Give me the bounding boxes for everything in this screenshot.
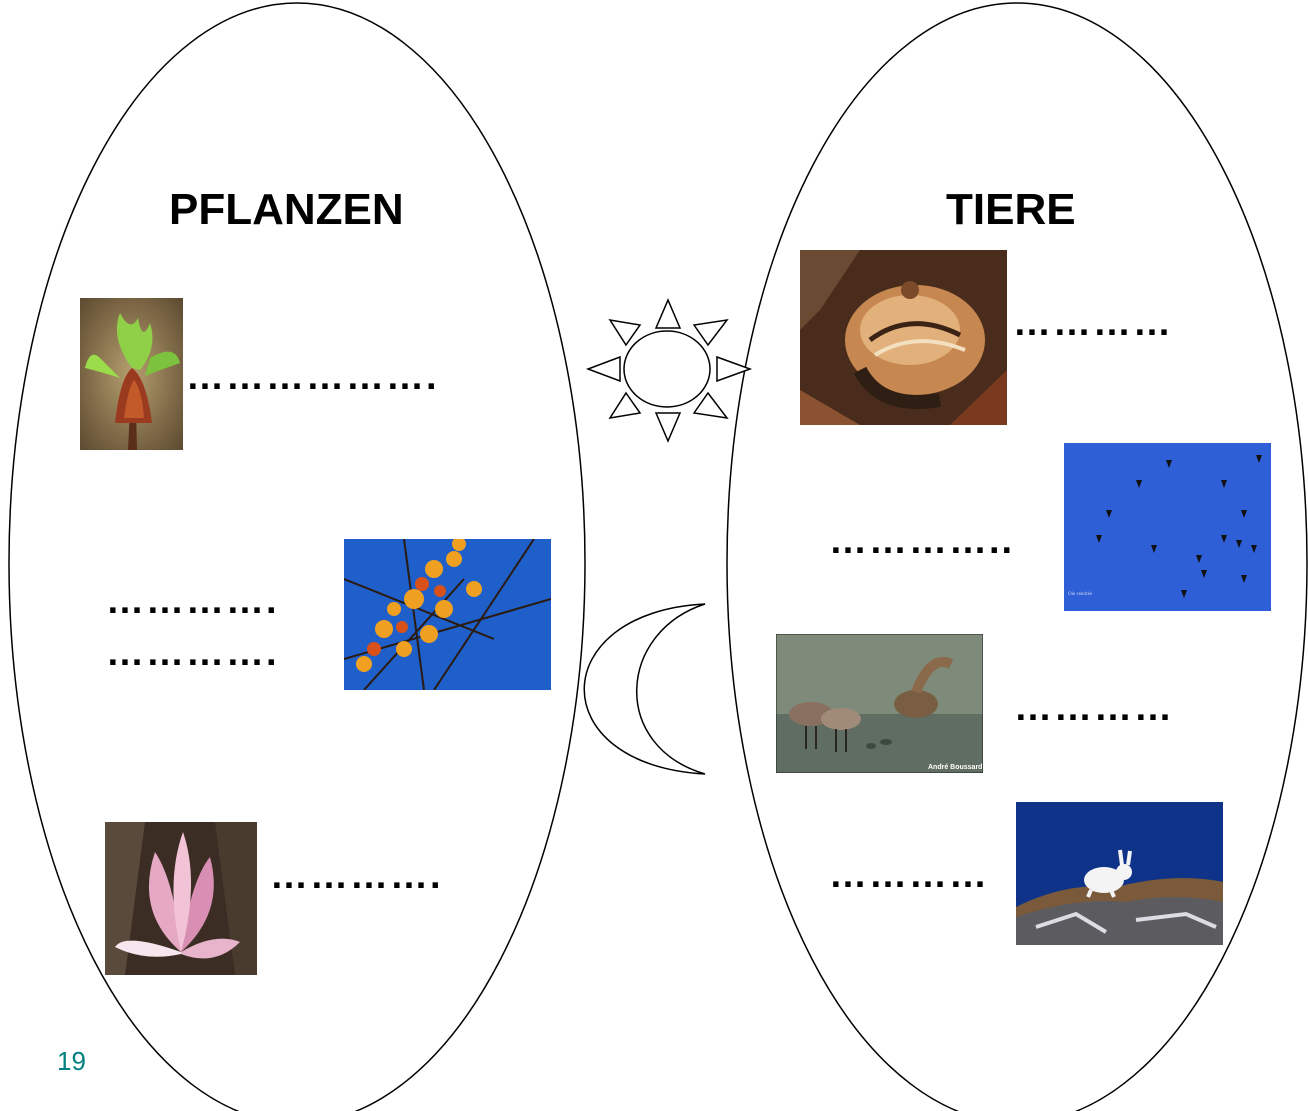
animals-blank-1: ………… bbox=[1013, 304, 1173, 342]
plants-blank-2: …………. bbox=[106, 582, 279, 620]
hibernating-chipmunk-photo bbox=[800, 250, 1007, 425]
animals-blank-2: ………….. bbox=[829, 522, 1014, 560]
snow-hare-photo bbox=[1016, 802, 1223, 945]
shorebirds-photo-credit: André Boussard bbox=[928, 764, 982, 771]
magnolia-photo bbox=[105, 822, 257, 975]
leaf-bud-photo bbox=[80, 298, 183, 450]
moon-icon bbox=[584, 604, 705, 774]
plants-title: PFLANZEN bbox=[169, 188, 404, 232]
plants-blank-3: …………. bbox=[106, 634, 279, 672]
animals-blank-4: ………… bbox=[829, 856, 989, 894]
animals-title: TIERE bbox=[946, 188, 1076, 232]
shorebirds-photo: André Boussard bbox=[776, 634, 983, 773]
plants-blank-4: …………. bbox=[270, 857, 443, 895]
animals-blank-3: ………… bbox=[1014, 689, 1174, 727]
page-number: 19 bbox=[57, 1046, 86, 1077]
plants-blank-1: ………………. bbox=[186, 358, 439, 396]
geese-photo-caption: Oie cendrée bbox=[1068, 592, 1093, 597]
autumn-leaves-photo bbox=[344, 539, 551, 690]
sun-icon bbox=[588, 300, 750, 441]
migrating-geese-photo: Oie cendrée bbox=[1064, 443, 1271, 611]
